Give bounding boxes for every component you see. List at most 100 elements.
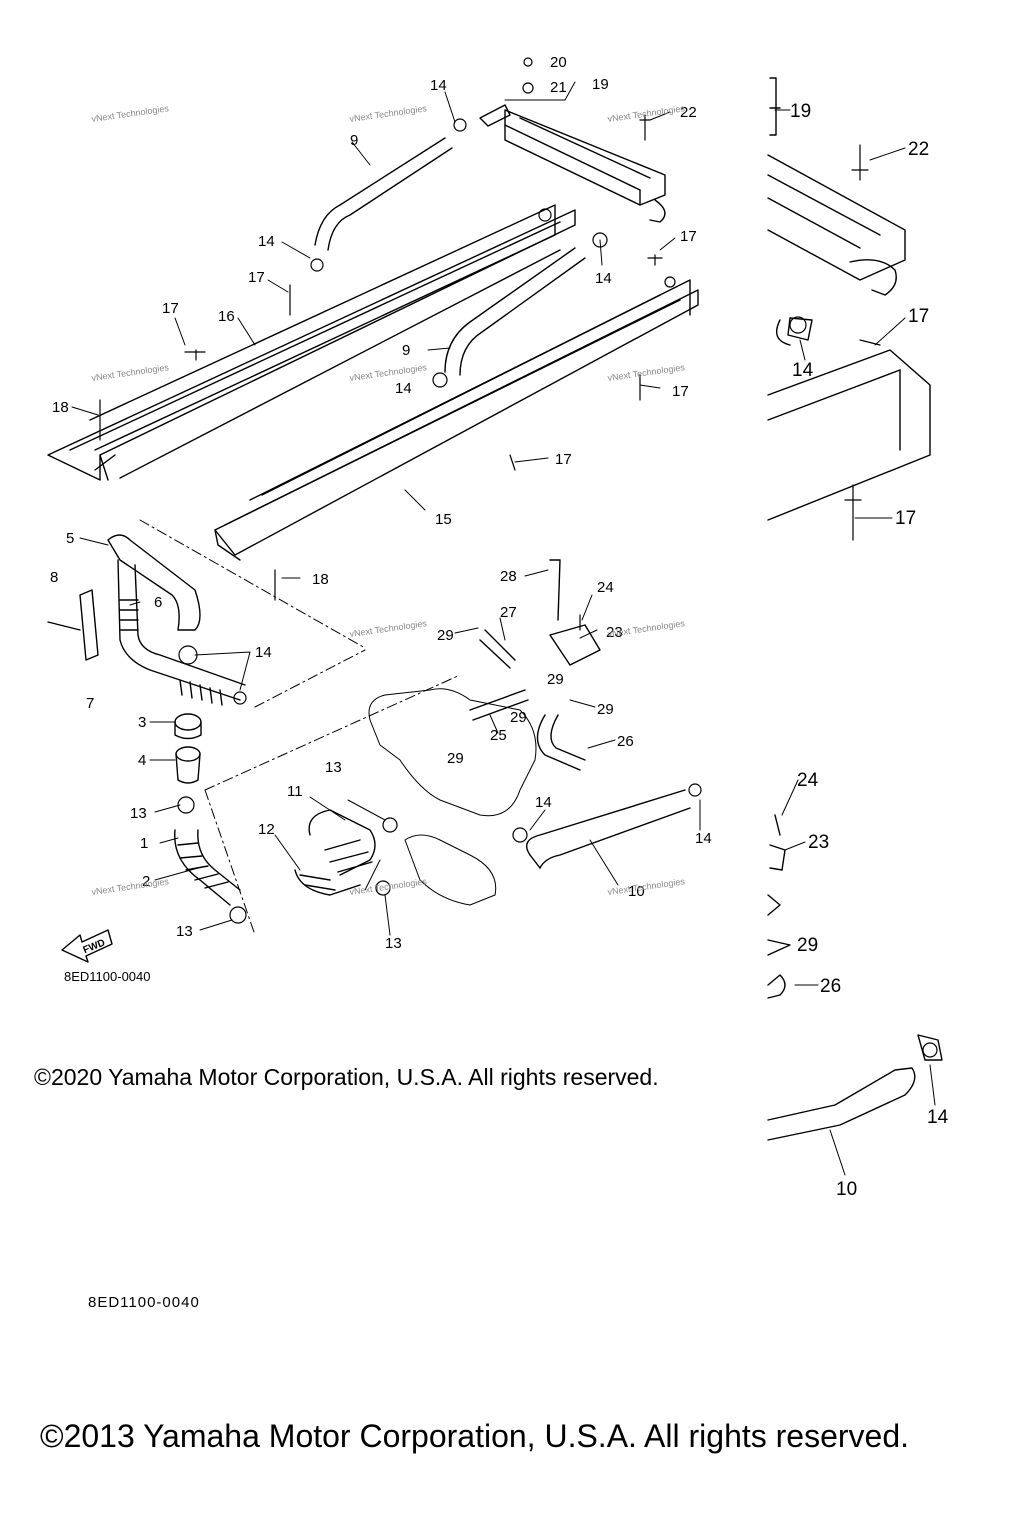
callout-14c: 14 xyxy=(595,270,612,287)
callout-28: 28 xyxy=(500,568,517,585)
callout-26: 26 xyxy=(617,733,634,750)
callout-11: 11 xyxy=(287,783,303,800)
detail-callout-23: 23 xyxy=(808,832,829,853)
hose-9-lower xyxy=(444,247,586,376)
callout-13d: 13 xyxy=(385,935,402,952)
detail-callout-29: 29 xyxy=(797,935,818,956)
callout-12: 12 xyxy=(258,821,275,838)
detail-callout-24: 24 xyxy=(797,770,819,791)
callout-1: 1 xyxy=(140,835,148,852)
copyright-2013: ©2013 Yamaha Motor Corporation, U.S.A. A… xyxy=(40,1418,910,1454)
hose-9-upper xyxy=(314,137,453,251)
detail-leader-lines xyxy=(774,109,936,1176)
callout-29a: 29 xyxy=(437,627,454,644)
callout-14g: 14 xyxy=(695,830,712,847)
callout-22: 22 xyxy=(680,104,697,121)
callout-17d: 17 xyxy=(672,383,689,400)
copyright-2020: ©2020 Yamaha Motor Corporation, U.S.A. A… xyxy=(34,1064,659,1090)
assembly-lines xyxy=(139,519,461,936)
hose-11 xyxy=(308,809,376,876)
watermark-9: vNext Technologies xyxy=(91,876,170,897)
rod-28 xyxy=(549,559,561,621)
callout-9a: 9 xyxy=(350,132,358,149)
callout-6: 6 xyxy=(154,594,162,611)
watermark-5: vNext Technologies xyxy=(349,362,428,383)
leader-lines xyxy=(71,81,701,936)
callout-15: 15 xyxy=(435,511,452,528)
watermark-11: vNext Technologies xyxy=(607,876,686,897)
detail-callout-14b: 14 xyxy=(927,1107,949,1128)
hose-1-2 xyxy=(174,829,241,906)
rail-15 xyxy=(214,279,699,561)
detail-callout-17a: 17 xyxy=(908,306,929,327)
callout-25: 25 xyxy=(490,727,507,744)
engine-outline xyxy=(368,688,537,906)
callout-13a: 13 xyxy=(325,759,342,776)
watermark-7: vNext Technologies xyxy=(349,618,428,639)
callout-16: 16 xyxy=(218,308,235,325)
fwd-arrow xyxy=(61,929,113,963)
callout-17a: 17 xyxy=(248,269,265,286)
callout-14a: 14 xyxy=(430,77,447,94)
hose-27 xyxy=(479,629,516,669)
watermark-6: vNext Technologies xyxy=(607,362,686,383)
hose-10 xyxy=(526,789,691,869)
callout-14d: 14 xyxy=(395,380,412,397)
detail-callout-10: 10 xyxy=(836,1179,857,1200)
callout-19: 19 xyxy=(592,76,609,93)
callout-14f: 14 xyxy=(535,794,552,811)
callout-13c: 13 xyxy=(176,923,193,940)
callout-23: 23 xyxy=(606,624,623,641)
detail-callout-14a: 14 xyxy=(792,360,814,381)
callout-17c: 17 xyxy=(680,228,697,245)
callout-27: 27 xyxy=(500,604,517,621)
watermark-1: vNext Technologies xyxy=(91,103,170,124)
callout-29d: 29 xyxy=(597,701,614,718)
callout-20: 20 xyxy=(550,54,567,71)
rail-16 xyxy=(47,204,576,481)
detail-callout-22: 22 xyxy=(908,139,929,160)
callout-8: 8 xyxy=(50,569,58,586)
callout-3: 3 xyxy=(138,714,146,731)
callout-14b: 14 xyxy=(258,233,275,250)
bracket-7 xyxy=(47,589,99,661)
callouts-detail: 19 22 17 14 17 17 24 23 29 26 14 10 xyxy=(790,101,949,1200)
watermark-4: vNext Technologies xyxy=(91,362,170,383)
callouts-main: 1 2 3 4 5 6 7 8 9 9 10 11 12 13 13 13 13… xyxy=(50,54,712,952)
hose-26 xyxy=(536,714,586,771)
diagram-code: 8ED1100-0040 xyxy=(64,969,151,984)
callout-17b: 17 xyxy=(162,300,179,317)
detail-callout-17b: 17 xyxy=(895,508,916,529)
watermark-2: vNext Technologies xyxy=(349,103,428,124)
detail-callout-19: 19 xyxy=(790,101,811,122)
callout-29b: 29 xyxy=(547,671,564,688)
hose-5-6 xyxy=(107,534,246,706)
cap-3 xyxy=(174,713,202,740)
diagram-code-2: 8ED1100-0040 xyxy=(88,1294,200,1311)
callout-14e: 14 xyxy=(255,644,272,661)
detail-callout-26: 26 xyxy=(820,976,841,997)
callout-21: 21 xyxy=(550,79,567,96)
heat-exchanger-19 xyxy=(479,104,666,223)
callout-5: 5 xyxy=(66,530,74,547)
detail-pane xyxy=(767,77,943,1141)
callout-9b: 9 xyxy=(402,342,410,359)
callout-29e: 29 xyxy=(447,750,464,767)
callout-13b: 13 xyxy=(130,805,147,822)
callout-2: 2 xyxy=(142,873,150,890)
callout-24: 24 xyxy=(597,579,614,596)
callout-10: 10 xyxy=(628,883,645,900)
callout-17e: 17 xyxy=(555,451,572,468)
callout-29c: 29 xyxy=(510,709,527,726)
callout-7: 7 xyxy=(86,695,94,712)
valve-23 xyxy=(549,624,601,666)
callout-4: 4 xyxy=(138,752,146,769)
hose-12 xyxy=(294,869,361,896)
hose-25 xyxy=(469,689,529,721)
watermark-3: vNext Technologies xyxy=(607,103,686,124)
fitting-4 xyxy=(175,746,201,784)
watermark-10: vNext Technologies xyxy=(349,876,428,897)
watermarks: vNext Technologies vNext Technologies vN… xyxy=(91,103,686,897)
watermark-8: vNext Technologies xyxy=(607,618,686,639)
